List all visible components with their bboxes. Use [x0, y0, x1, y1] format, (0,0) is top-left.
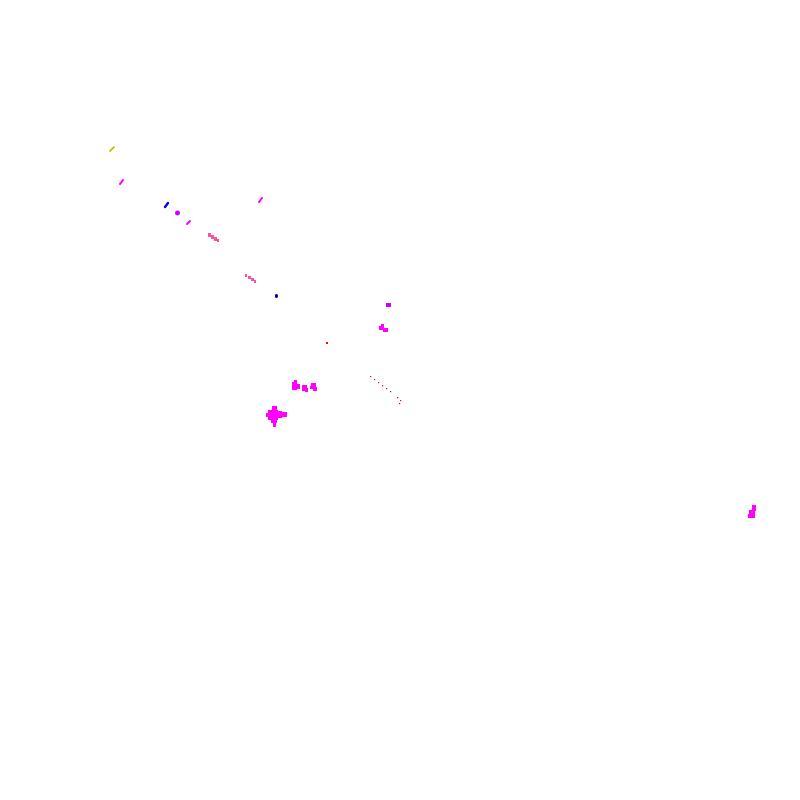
magenta-cluster-1: [292, 380, 317, 392]
blue-dash: [163, 201, 170, 209]
violet-blob-2: [386, 303, 391, 307]
red-dot: [326, 342, 328, 344]
navy-dot: [275, 294, 278, 298]
crimson-dotted-line: [370, 376, 402, 405]
pink-cluster-2: [245, 274, 256, 283]
violet-blob-1: [175, 210, 180, 216]
magenta-dash-3: [258, 197, 263, 203]
magenta-blob-1: [379, 324, 388, 332]
magenta-dash-2: [186, 220, 191, 225]
magenta-blob-right: [748, 505, 756, 518]
pink-cluster-1: [208, 233, 219, 242]
olive-dash: [109, 146, 115, 152]
magenta-cluster-2: [266, 406, 287, 427]
magenta-dash-1: [119, 179, 124, 185]
